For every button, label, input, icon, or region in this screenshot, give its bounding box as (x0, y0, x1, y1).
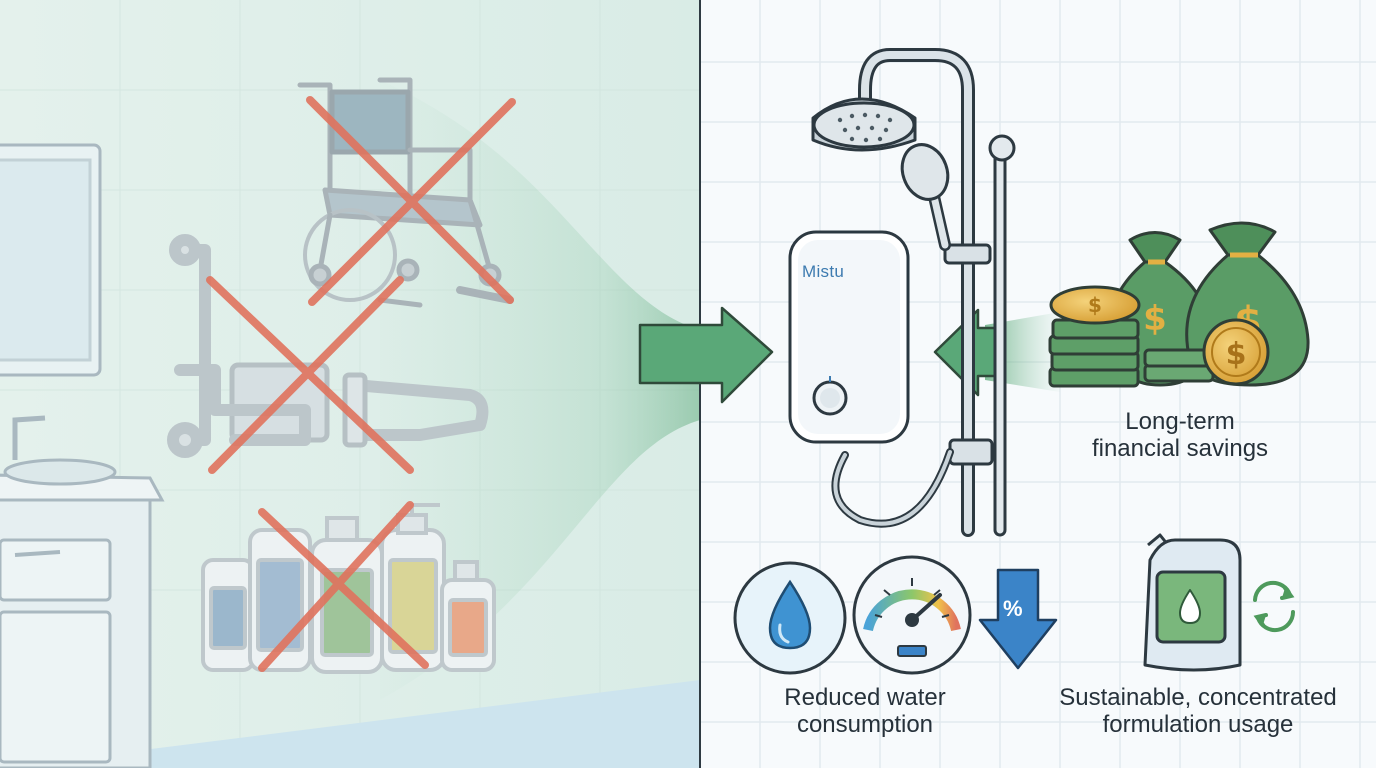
svg-text:$: $ (1088, 293, 1102, 317)
percent-down-arrow-icon (978, 568, 1058, 670)
caption-financial-savings: Long-term financial savings (1060, 408, 1300, 462)
percent-symbol: % (1003, 596, 1023, 621)
refill-pouch-icon (1143, 533, 1242, 672)
arrow-right-icon (638, 306, 774, 404)
left-floor (0, 680, 700, 768)
recycle-icon (1253, 580, 1296, 633)
caption-sustainable-formulation: Sustainable, concentrated formulation us… (1040, 684, 1356, 738)
caption-water-consumption-line2: consumption (796, 711, 934, 738)
wheelchair-cross (306, 96, 516, 306)
water-drop-icon (733, 561, 847, 675)
shower-set-icon (811, 48, 1016, 537)
caption-financial-savings-line2: financial savings (1091, 435, 1269, 462)
bottles-cross (258, 501, 429, 672)
money-bags-coins-icon: $ $ $ $ (1048, 221, 1310, 388)
mirror-and-sink (0, 143, 165, 768)
svg-text:$: $ (1143, 299, 1167, 339)
caption-water-consumption: Reduced water consumption (750, 684, 980, 738)
heater-brand-label: Mistu (802, 262, 845, 281)
caption-sustainable-formulation-line1: Sustainable, concentrated (1059, 684, 1337, 711)
caption-sustainable-formulation-line2: formulation usage (1102, 711, 1294, 738)
svg-text:$: $ (1226, 337, 1247, 372)
pressure-gauge-icon (852, 555, 972, 675)
flow-beam (380, 80, 700, 700)
water-heater-unit (788, 230, 910, 444)
grab-bars-cross (206, 276, 414, 474)
caption-water-consumption-line1: Reduced water (784, 684, 946, 711)
caption-financial-savings-line1: Long-term (1125, 408, 1235, 435)
